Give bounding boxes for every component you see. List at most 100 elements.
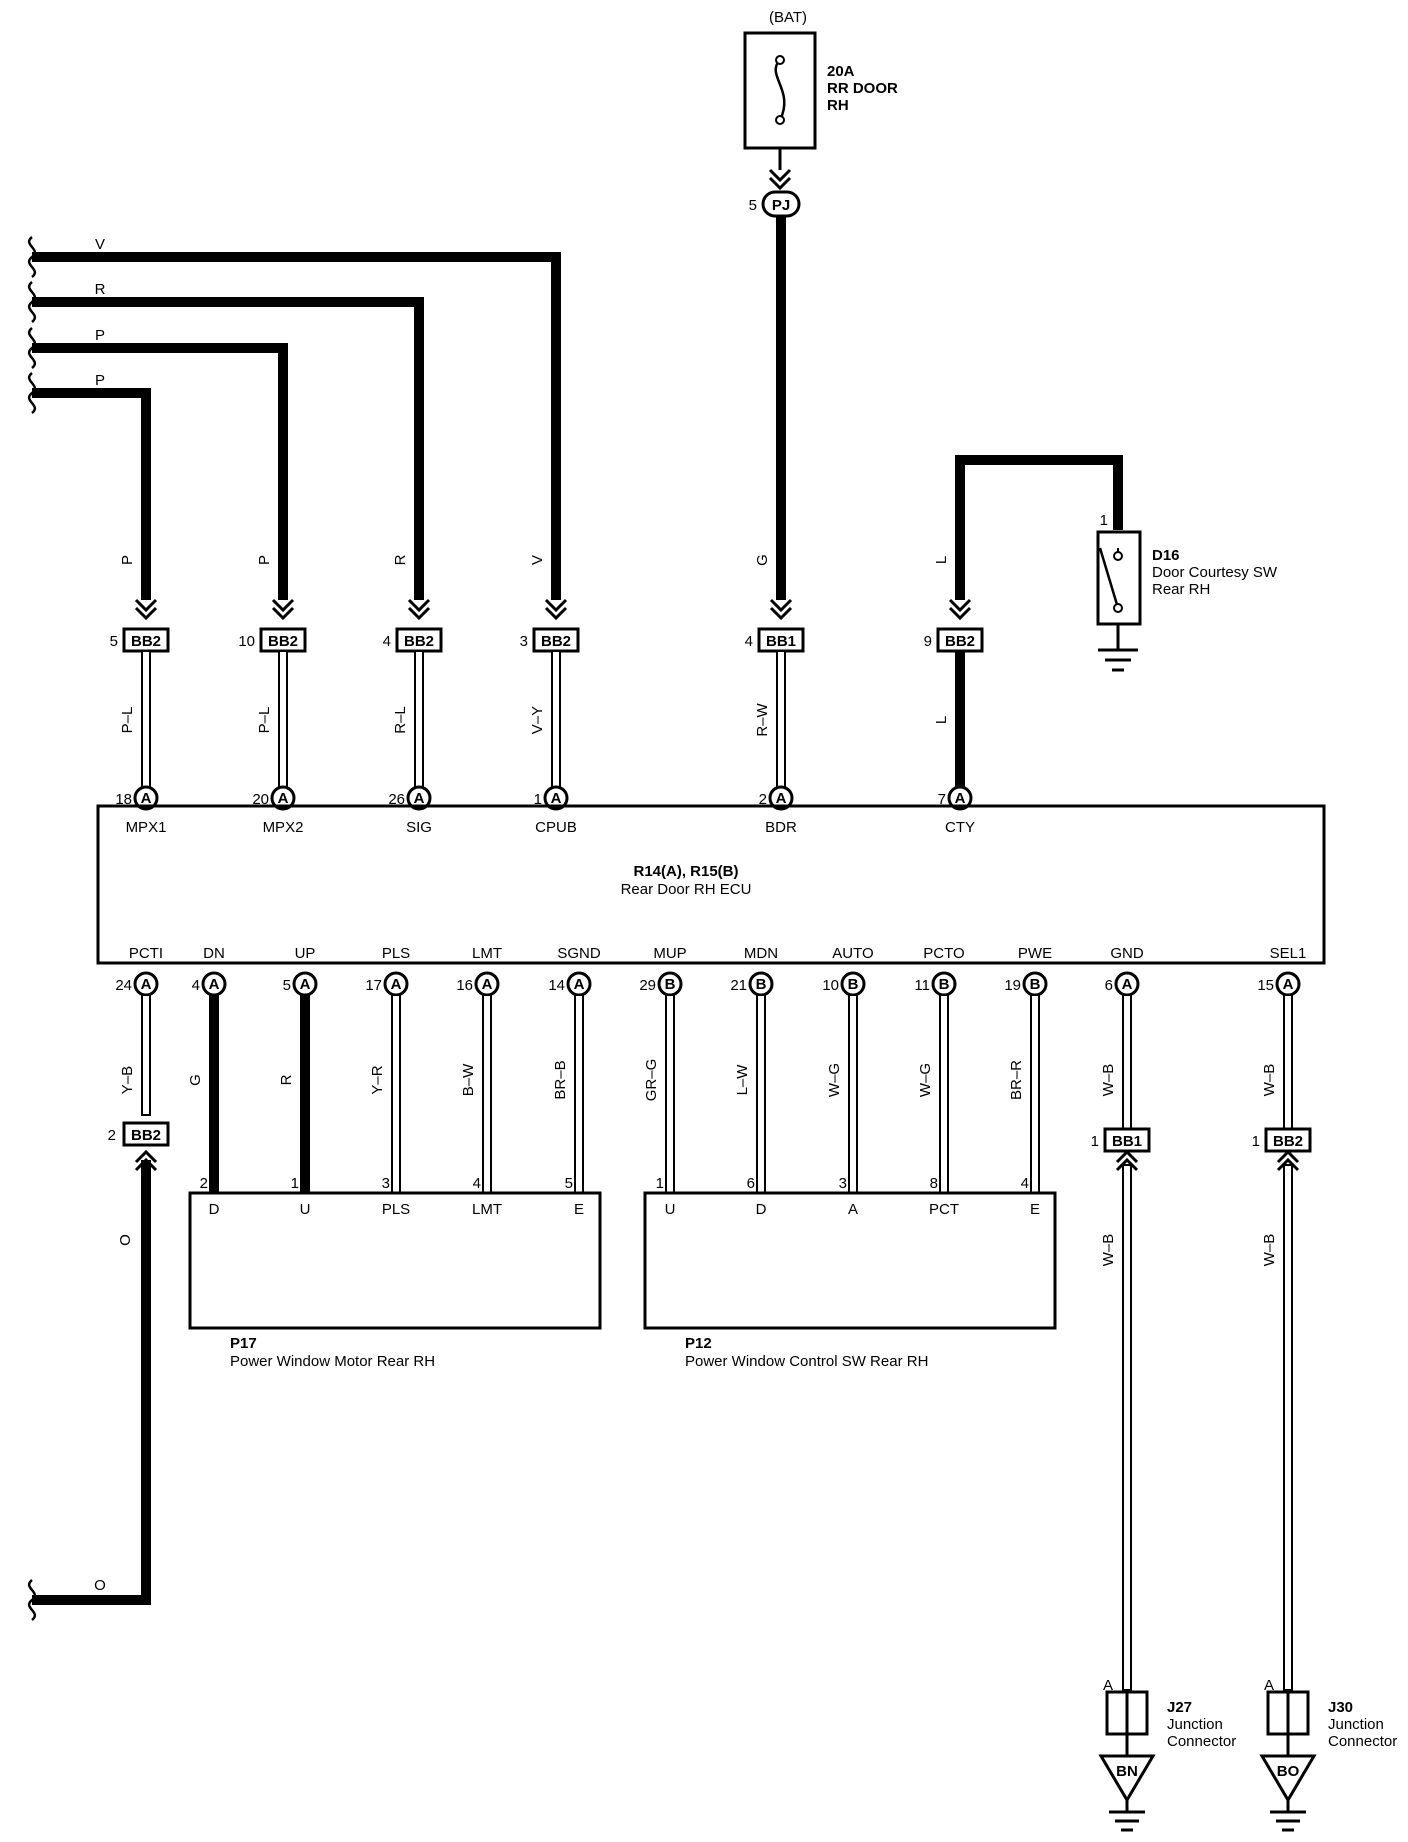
- connector-arrow-icon: [407, 598, 431, 621]
- ecu-pin: 5: [283, 977, 291, 994]
- ecu-connector-label: A: [141, 976, 152, 993]
- ecu-pin: 20: [252, 791, 269, 808]
- pcti-arrow-icon: [134, 1149, 158, 1172]
- wire-break-icon: [27, 281, 37, 323]
- ground-line-connector-label: BB1: [1112, 1133, 1142, 1150]
- upper-connector-label: BB2: [404, 633, 434, 650]
- junction-name-1: Junction: [1167, 1716, 1223, 1733]
- fuse-rating: 20A: [827, 63, 855, 80]
- upper-color-top: P: [256, 555, 273, 565]
- door-switch-name-1: Door Courtesy SW: [1152, 564, 1278, 581]
- fuse-supply-label: (BAT): [769, 9, 807, 26]
- ground-line-color: W–B: [1100, 1234, 1117, 1267]
- ecu-connector-label: A: [482, 976, 493, 993]
- upper-color-bottom: L: [933, 716, 950, 724]
- fuse-box: [743, 31, 817, 150]
- upper-color-top: G: [754, 554, 771, 566]
- ecu-pin: 24: [115, 977, 132, 994]
- ecu-connector-label: A: [209, 976, 220, 993]
- ecu-terminal: SIG: [406, 819, 432, 836]
- motor-code: P17: [230, 1335, 257, 1352]
- ecu-terminal: MDN: [744, 945, 778, 962]
- ecu-connector-label: B: [848, 976, 859, 993]
- ecu-pin: 18: [115, 791, 132, 808]
- ground-line-pin: 1: [1091, 1133, 1099, 1150]
- ecu-connector-circle: [768, 785, 794, 811]
- ecu-connector-label: A: [141, 790, 152, 807]
- ground-line-wire: [1122, 1164, 1132, 1691]
- pcti-bb2-label: BB2: [131, 1127, 161, 1144]
- motor-name: Power Window Motor Rear RH: [230, 1353, 435, 1370]
- ecu-terminal: MPX2: [263, 819, 304, 836]
- junction-name-2: Connector: [1167, 1733, 1236, 1750]
- ecu-terminal: GND: [1110, 945, 1144, 962]
- connector-arrow-icon: [769, 598, 793, 621]
- lower-wire: [574, 994, 584, 1194]
- ecu-terminal: SEL1: [1270, 945, 1307, 962]
- ecu-pin: 29: [639, 977, 656, 994]
- ecu-terminal: PLS: [382, 945, 410, 962]
- pcti-branch: 2 BB2 O O: [27, 1121, 170, 1621]
- upper-color-bottom: R–W: [754, 702, 771, 736]
- control-sw-terminal: D: [756, 1201, 767, 1218]
- upper-lower-wire: [278, 650, 288, 788]
- motor-box: [188, 1191, 602, 1330]
- lower-wire: [482, 994, 492, 1194]
- upper-lower-wire: [141, 650, 151, 788]
- external-wire: [32, 388, 151, 600]
- external-wire-color: P: [95, 327, 105, 344]
- fuse-group: (BAT) 20A RR DOOR RH 5 PJ: [743, 9, 898, 218]
- door-switch-wire: [955, 455, 1123, 600]
- lower-wire-color: Y–B: [119, 1066, 136, 1094]
- motor-pin: 2: [200, 1175, 208, 1192]
- switch-contact: [1113, 551, 1123, 561]
- upper-color-bottom: V–Y: [529, 706, 546, 734]
- lower-wire-color: W–G: [917, 1063, 934, 1097]
- motor-pin: 3: [382, 1175, 390, 1192]
- ecu-pin: 11: [914, 977, 930, 994]
- pj-label: PJ: [772, 197, 790, 214]
- upper-lower-wire: [551, 650, 561, 788]
- ecu-pin: 7: [938, 791, 946, 808]
- ecu-connector-label: A: [391, 976, 402, 993]
- fuse-terminal: [775, 55, 785, 65]
- ecu-terminal: CTY: [945, 819, 975, 836]
- lower-wire-color: B–W: [460, 1063, 477, 1096]
- control-sw-pin: 8: [930, 1175, 938, 1192]
- ecu-connector-label: B: [665, 976, 676, 993]
- ecu-terminal: MUP: [653, 945, 686, 962]
- pj-pin: 5: [749, 197, 757, 214]
- lower-wire-color: BR–R: [1008, 1060, 1025, 1100]
- junction-pin: A: [1264, 1677, 1274, 1694]
- control-sw-terminal: A: [848, 1201, 858, 1218]
- ecu-pin: 4: [192, 977, 200, 994]
- lower-wire-color: L–W: [734, 1064, 751, 1096]
- ecu: R14(A), R15(B) Rear Door RH ECU: [96, 804, 1326, 965]
- external-wire: [32, 252, 561, 600]
- ecu-pin: 16: [456, 977, 473, 994]
- control-sw-pin: 4: [1021, 1175, 1029, 1192]
- upper-color-bottom: P–L: [256, 707, 273, 734]
- ground-point-label: BO: [1277, 1763, 1300, 1780]
- ground-point-label: BN: [1116, 1763, 1138, 1780]
- ecu-terminal: PWE: [1018, 945, 1052, 962]
- lower-wire: [1122, 994, 1132, 1141]
- fuse-name-2: RH: [827, 97, 849, 114]
- control-sw-name: Power Window Control SW Rear RH: [685, 1353, 928, 1370]
- ecu-connector-label: A: [955, 790, 966, 807]
- lower-wire: [391, 994, 401, 1194]
- motor-terminal: PLS: [382, 1201, 410, 1218]
- pcti-bottom-color: O: [94, 1577, 106, 1594]
- junction-pin: A: [1103, 1677, 1113, 1694]
- ecu-connector-label: A: [278, 790, 289, 807]
- ground-line-wire: [1283, 1164, 1293, 1691]
- pcti-branch-wire: [32, 1160, 151, 1605]
- ecu-pin: 2: [759, 791, 767, 808]
- ecu-terminal: MPX1: [126, 819, 167, 836]
- upper-color-top: P: [119, 555, 136, 565]
- control-sw-pin: 6: [747, 1175, 755, 1192]
- control-sw-code: P12: [685, 1335, 712, 1352]
